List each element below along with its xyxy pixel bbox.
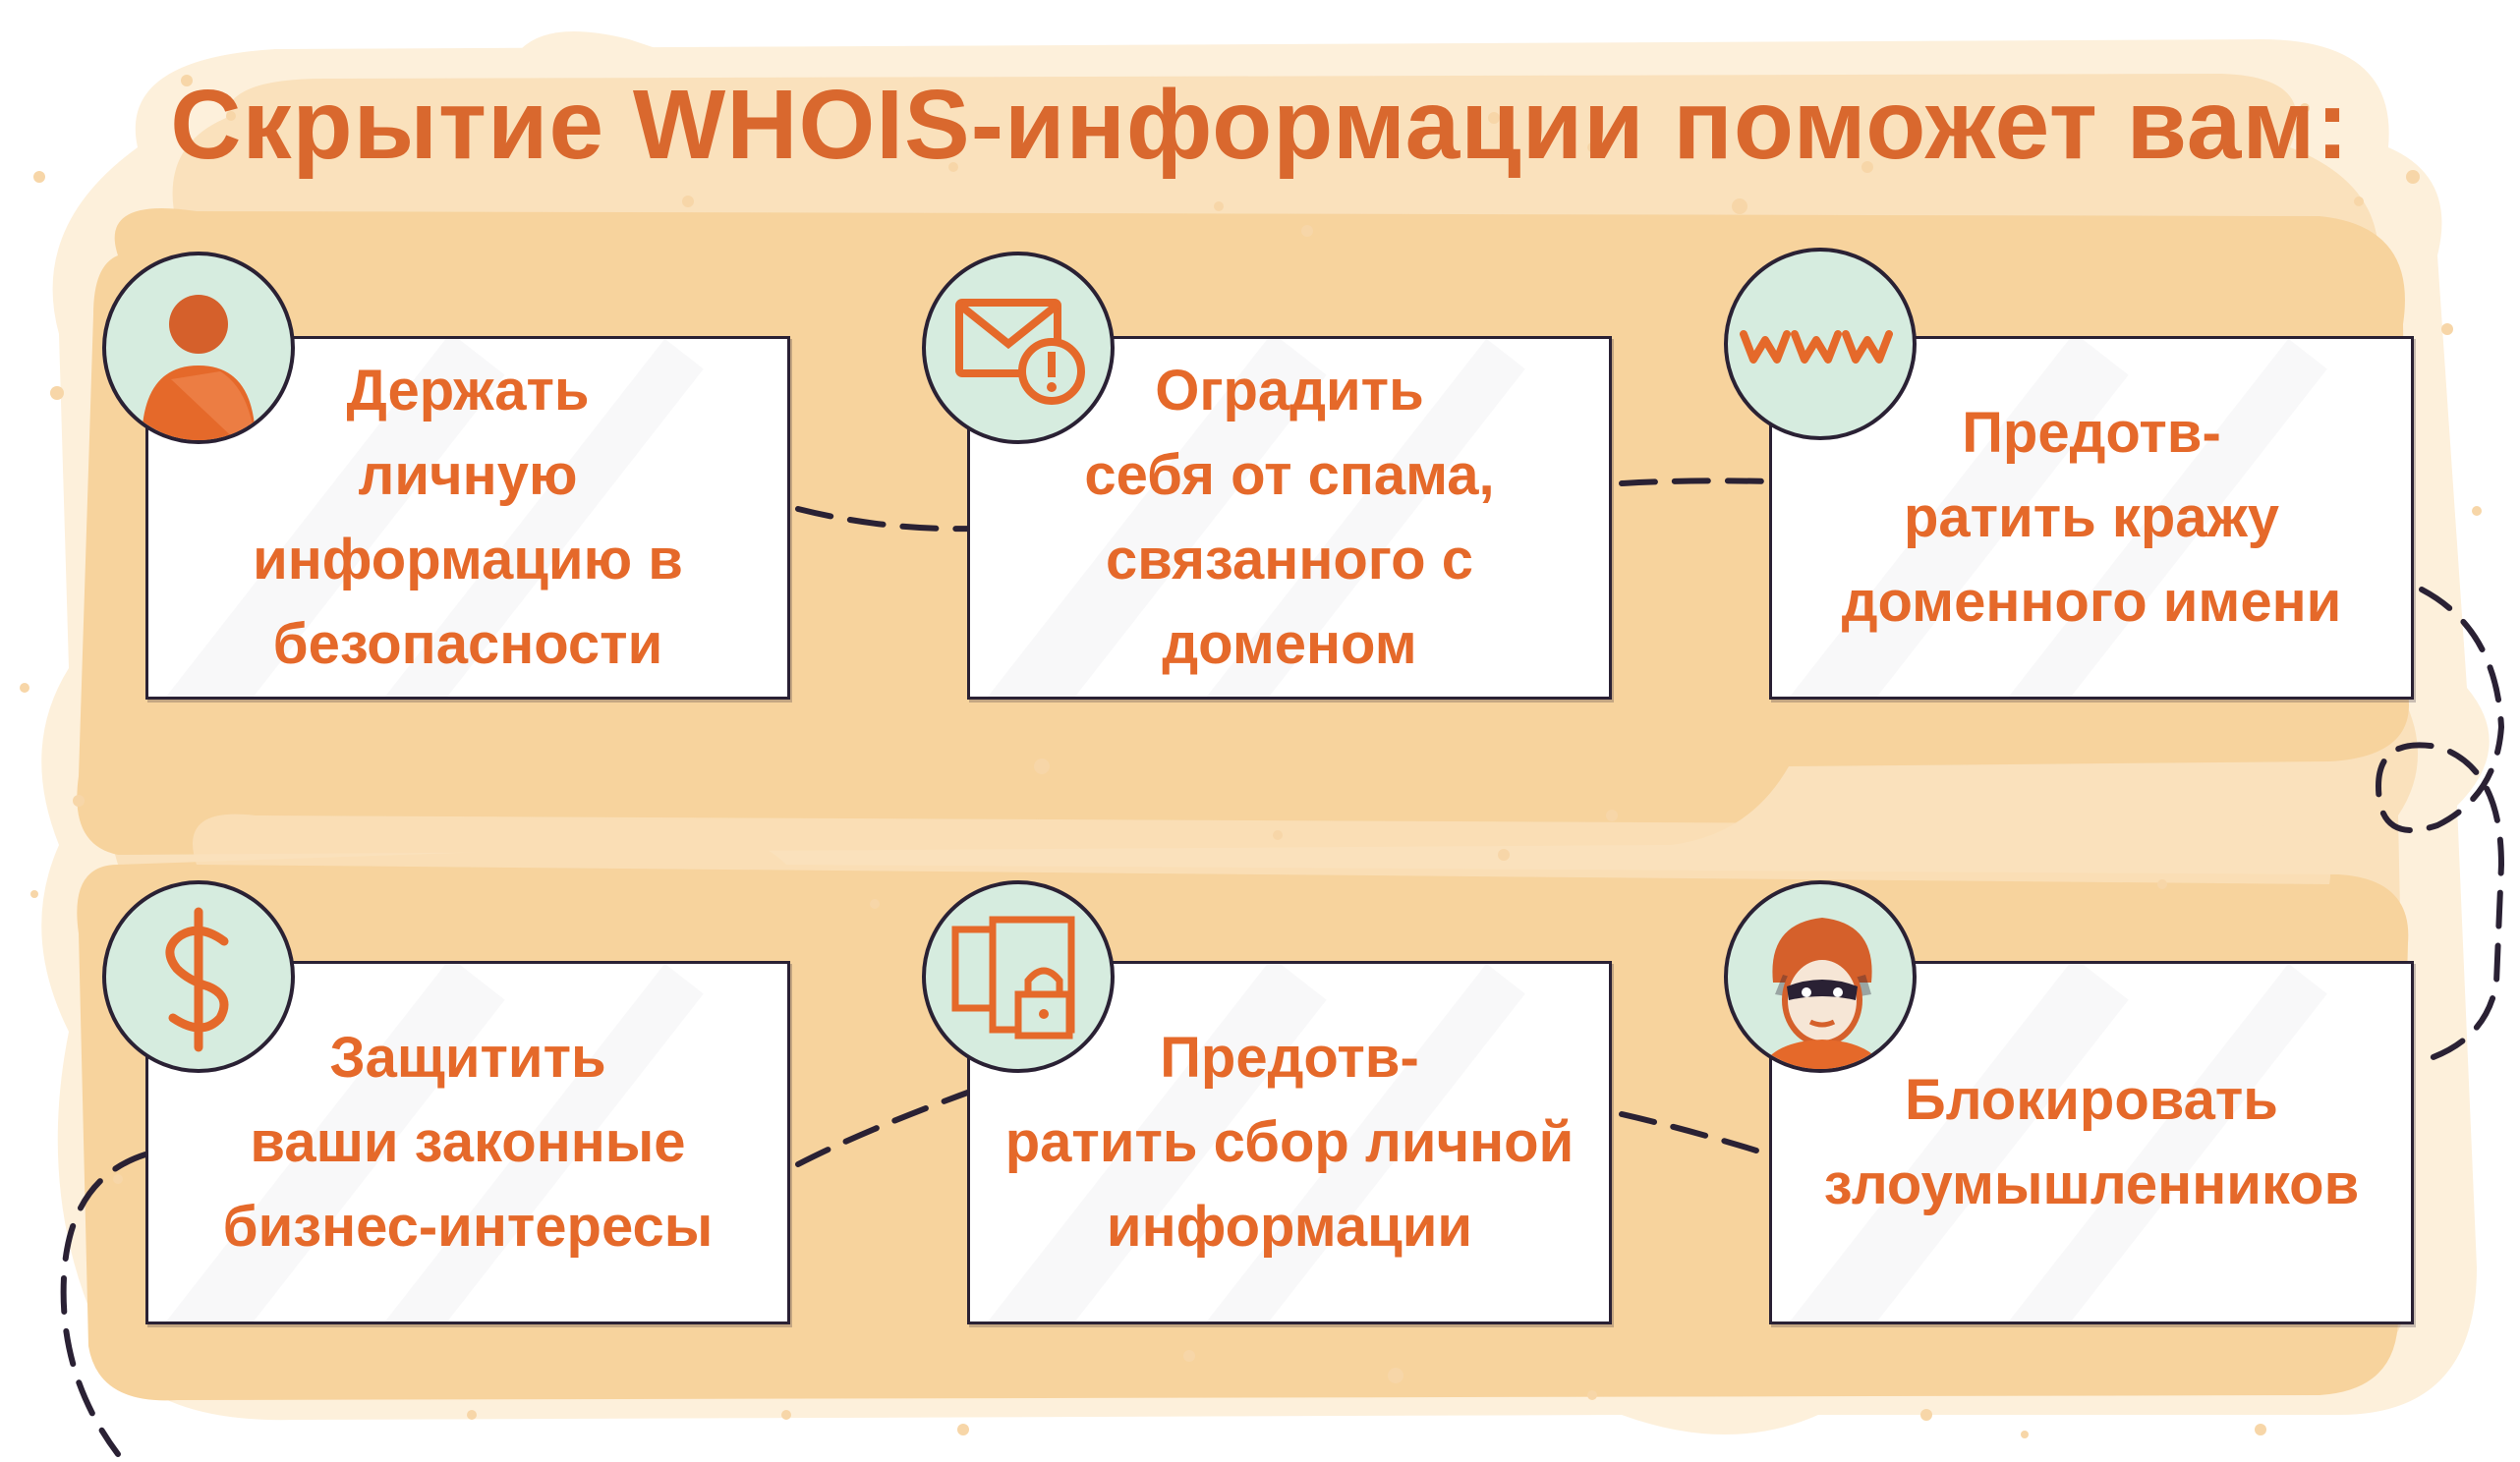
card-business-interests: Защитить ваши законные бизнес-интересы — [145, 961, 790, 1324]
card-data-collection: Предотв- ратить сбор личной информации — [967, 961, 1612, 1324]
card-text: Блокировать злоумышленников — [1823, 1068, 2360, 1216]
hacker-icon — [1724, 880, 1917, 1073]
card-text: Предотв- ратить сбор личной информации — [1004, 1026, 1575, 1259]
dashed-connectors — [60, 478, 2505, 1457]
lock-devices-icon — [922, 880, 1115, 1073]
page-title: Скрытие WHOIS-информации поможет вам: — [170, 70, 2350, 180]
card-text: Предотв- ратить кражу доменного имени — [1841, 401, 2342, 634]
decorative-dots — [20, 75, 2482, 1438]
card-text: Оградить себя от спама, связанного с дом… — [1084, 359, 1495, 676]
card-spam-protection: Оградить себя от спама, связанного с дом… — [967, 336, 1612, 700]
card-text: Держать личную информацию в безопасности — [253, 359, 683, 676]
person-icon — [102, 252, 295, 444]
www-icon — [1724, 248, 1917, 440]
dollar-icon — [102, 880, 295, 1073]
card-text: Защитить ваши законные бизнес-интересы — [222, 1026, 714, 1259]
card-block-attackers: Блокировать злоумышленников — [1769, 961, 2414, 1324]
mail-alert-icon — [922, 252, 1115, 444]
